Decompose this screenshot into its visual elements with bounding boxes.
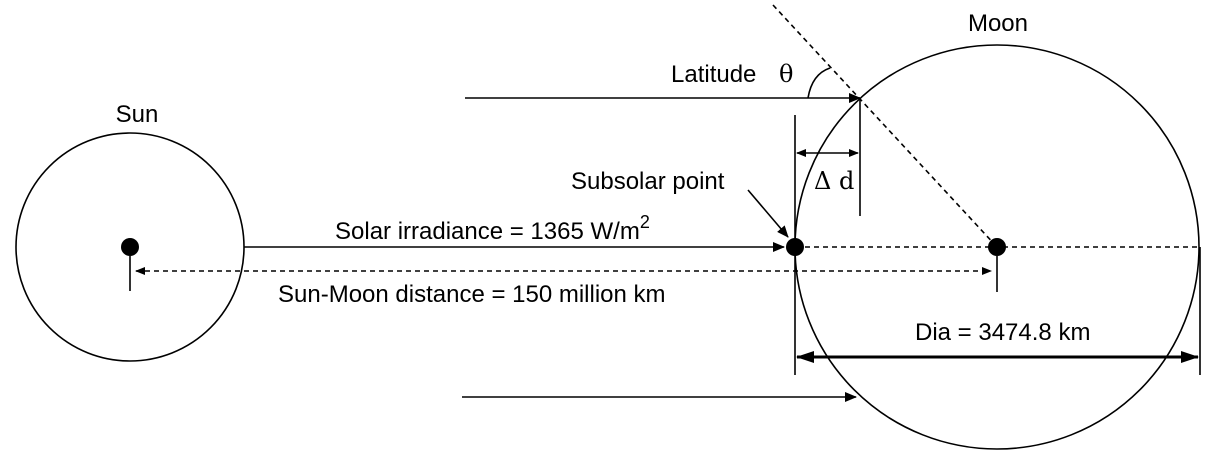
solar-irradiance-text: Solar irradiance = 1365 W/m — [335, 218, 640, 245]
latitude-label: Latitude — [671, 61, 756, 88]
solar-irradiance-exponent: 2 — [640, 212, 650, 232]
delta-d-label: Δ d — [814, 167, 854, 195]
subsolar-pointer-arrow — [747, 189, 789, 238]
latitude-radial-dashed-line — [772, 4, 998, 248]
subsolar-point-label: Subsolar point — [571, 168, 725, 195]
diameter-label: Dia = 3474.8 km — [915, 319, 1090, 346]
theta-symbol: θ — [779, 60, 793, 88]
subsolar-point-dot — [786, 238, 804, 256]
latitude-angle-arc — [807, 67, 831, 99]
sun-center-dot — [121, 238, 139, 256]
sun-moon-distance-label: Sun-Moon distance = 150 million km — [278, 281, 666, 308]
sun-label: Sun — [116, 101, 159, 128]
solar-irradiance-label: Solar irradiance = 1365 W/m2 — [335, 212, 650, 245]
moon-label: Moon — [968, 10, 1028, 37]
